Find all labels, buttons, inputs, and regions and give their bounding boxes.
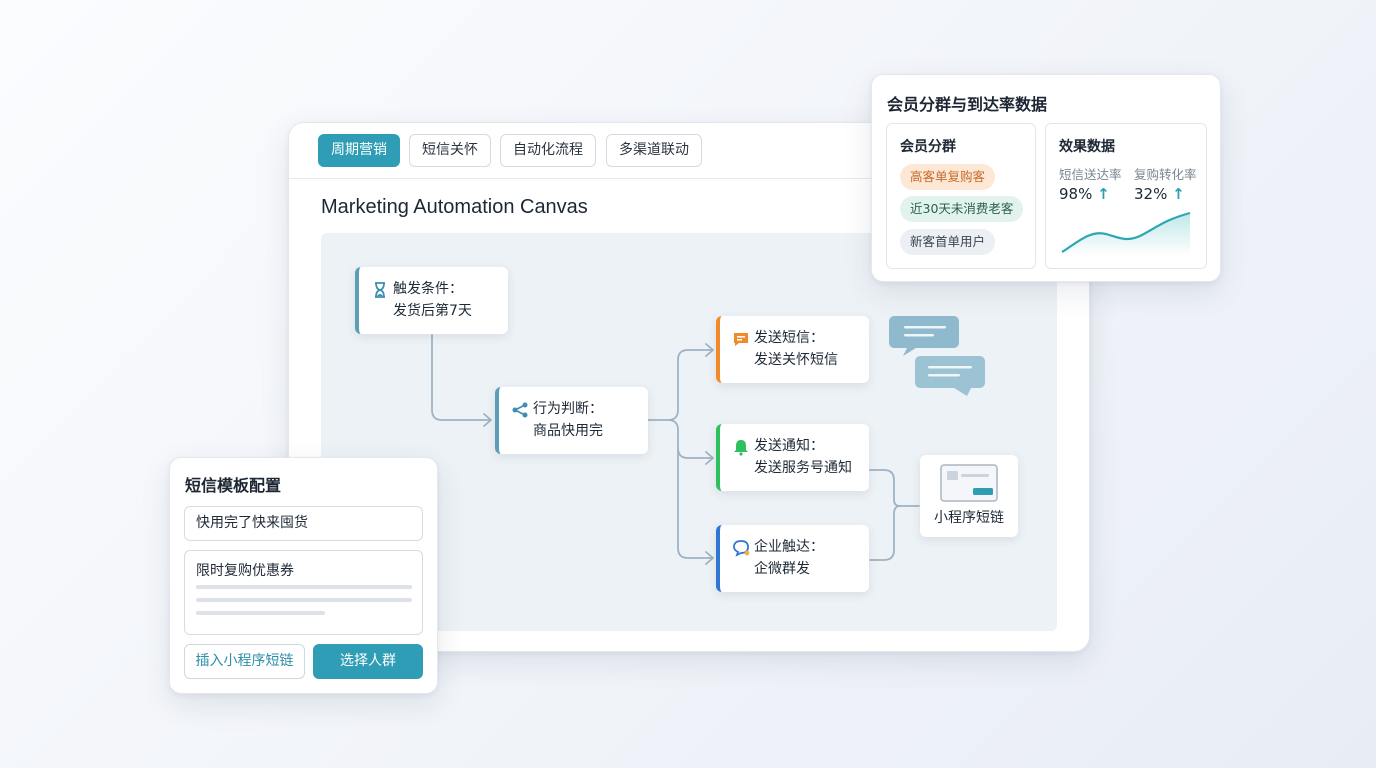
node-decision-value: 商品快用完 [533, 423, 603, 439]
node-notify-title: 发送通知： [754, 438, 824, 454]
insert-mini-program-link-button[interactable]: 插入小程序短链 [184, 644, 305, 679]
node-trigger-title: 触发条件： [393, 281, 463, 297]
node-decision[interactable]: 行为判断： 商品快用完 [495, 387, 648, 454]
node-sms-value: 发送关怀短信 [754, 352, 838, 368]
metric-delivery-label: 短信送达率 [1059, 167, 1122, 182]
canvas-title: Marketing Automation Canvas [321, 196, 588, 218]
sms-template-panel: 短信模板配置 快用完了快来囤货 限时复购优惠券 插入小程序短链 选择人群 [169, 457, 438, 694]
node-wecom-value: 企微群发 [754, 561, 810, 577]
wecom-chat-icon [733, 540, 750, 557]
message-icon [734, 333, 748, 346]
placeholder-line [196, 598, 412, 602]
effect-data-title: 效果数据 [1059, 139, 1115, 155]
node-trigger[interactable]: 触发条件： 发货后第7天 [355, 267, 508, 334]
node-send-sms[interactable]: 发送短信： 发送关怀短信 [716, 316, 869, 383]
tab-cycle-marketing[interactable]: 周期营销 [318, 134, 400, 167]
segment-tag-new[interactable]: 新客首单用户 [900, 229, 996, 255]
hourglass-icon [375, 282, 385, 298]
mini-program-label: 小程序短链 [934, 510, 1004, 526]
mini-program-link-card[interactable]: 小程序短链 [920, 455, 1018, 537]
tab-sms-care[interactable]: 短信关怀 [409, 134, 491, 167]
tab-automation-flow[interactable]: 自动化流程 [500, 134, 596, 167]
effect-data-box: 效果数据 短信送达率 复购转化率 98% ↑ 32% ↑ [1045, 123, 1207, 269]
node-wecom-title: 企业触达： [754, 539, 824, 555]
tab-multichannel[interactable]: 多渠道联动 [606, 134, 702, 167]
node-trigger-value: 发货后第7天 [393, 303, 472, 319]
segment-tag-high-value[interactable]: 高客单复购客 [900, 164, 996, 190]
bell-icon [734, 440, 748, 456]
trend-up-icon: ↑ [1097, 185, 1110, 203]
node-wecom-reach[interactable]: 企业触达： 企微群发 [716, 525, 869, 592]
member-segment-panel: 会员分群与到达率数据 会员分群 高客单复购客 近30天未消费老客 新客首单用户 … [871, 74, 1221, 282]
metric-delivery-value: 98% ↑ [1059, 185, 1110, 203]
sms-template-input[interactable]: 快用完了快来囤货 [184, 506, 423, 541]
trend-sparkline [1061, 211, 1191, 256]
segment-tag-lapsed[interactable]: 近30天未消费老客 [900, 196, 1024, 222]
sms-content-textarea[interactable]: 限时复购优惠券 [184, 550, 423, 635]
placeholder-line [196, 611, 325, 615]
metric-conversion-label: 复购转化率 [1134, 167, 1197, 182]
member-panel-title: 会员分群与到达率数据 [887, 95, 1048, 114]
chat-bubbles-icon [889, 316, 985, 396]
sms-panel-title: 短信模板配置 [185, 476, 282, 495]
node-notify-value: 发送服务号通知 [754, 460, 852, 476]
sms-content-text: 限时复购优惠券 [196, 563, 294, 579]
select-audience-button[interactable]: 选择人群 [313, 644, 423, 679]
node-sms-title: 发送短信： [754, 330, 824, 346]
metric-conversion-number: 32% [1134, 185, 1168, 203]
node-send-notification[interactable]: 发送通知： 发送服务号通知 [716, 424, 869, 491]
segments-box: 会员分群 高客单复购客 近30天未消费老客 新客首单用户 [886, 123, 1036, 269]
trend-up-icon: ↑ [1172, 185, 1185, 203]
placeholder-line [196, 585, 412, 589]
metric-conversion-value: 32% ↑ [1134, 185, 1185, 203]
share-nodes-icon [512, 402, 528, 418]
mini-program-card-icon [940, 464, 998, 502]
metric-delivery-number: 98% [1059, 185, 1093, 203]
segments-title: 会员分群 [900, 139, 956, 155]
tab-bar: 周期营销 短信关怀 自动化流程 多渠道联动 [289, 123, 1089, 179]
node-decision-title: 行为判断： [533, 401, 603, 417]
